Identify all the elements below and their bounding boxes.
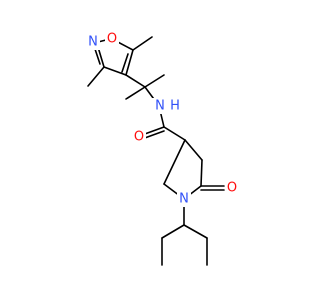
- bond-c3-methyl: [87, 66, 105, 87]
- amide-oxygen-label: O: [134, 130, 144, 145]
- isoxazole-oxygen-label: O: [107, 32, 117, 47]
- bonds: [87, 36, 225, 266]
- bond-ch-ch2-left: [161, 224, 185, 239]
- bond-c4ring-c5ring: [200, 159, 203, 187]
- bond-c5-c4-double: [121, 53, 129, 73]
- ring-nitrogen-label: N: [179, 192, 189, 207]
- amide-nitrogen-label: N: [155, 99, 165, 114]
- bond-c4-c3: [103, 66, 127, 76]
- bond-c3-c4ring: [184, 139, 203, 161]
- bond-c5-methyl: [132, 36, 153, 51]
- amide-oxygen-bg: [132, 129, 146, 145]
- molecule-structure-diagram: O N N H O N O: [86, 31, 239, 266]
- bond-ch-ch2-right: [183, 224, 208, 239]
- isoxazole-nitrogen-label: N: [88, 35, 98, 50]
- ketone-oxygen-bg: [225, 180, 239, 196]
- amide-nh-bg: [152, 98, 183, 114]
- bond-camide-c3ring: [163, 126, 186, 141]
- bond-c3-n: [97, 46, 105, 68]
- ketone-oxygen-label: O: [227, 181, 237, 196]
- bond-cq-methyl-b: [125, 86, 146, 100]
- amide-hydrogen-label: H: [170, 99, 180, 114]
- bond-c4-cq: [125, 74, 146, 88]
- bond-c5-c4: [125, 49, 134, 76]
- bond-c3-n-double: [94, 48, 101, 65]
- bond-c2ring-c3ring: [163, 139, 186, 185]
- ring-nitrogen-bg: [177, 191, 191, 207]
- isoxazole-oxygen-bg: [105, 31, 119, 47]
- atom-labels: O N N H O N O: [86, 31, 239, 207]
- isoxazole-nitrogen-bg: [86, 34, 100, 50]
- bond-cq-methyl-a: [144, 74, 165, 88]
